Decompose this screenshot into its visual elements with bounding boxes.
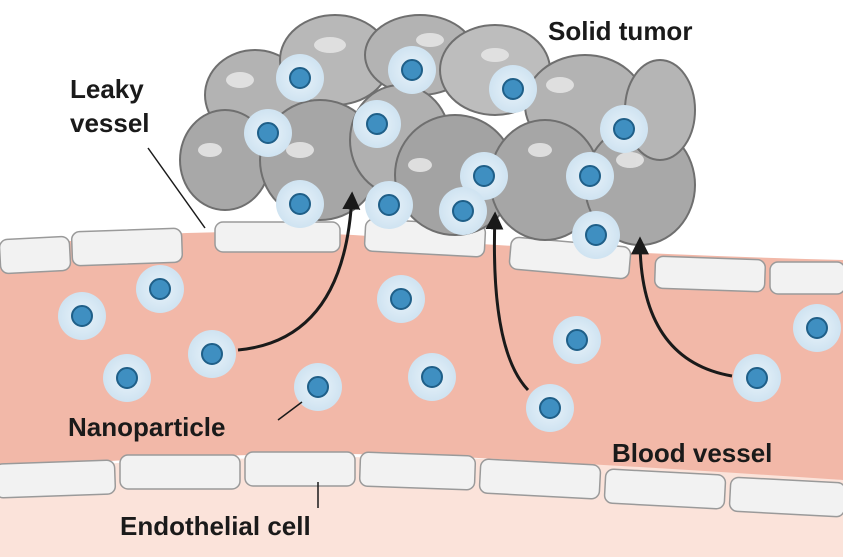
nanoparticle <box>365 181 413 229</box>
blood-vessel-label: Blood vessel <box>612 438 772 468</box>
nanoparticle <box>572 211 620 259</box>
nanoparticle-label: Nanoparticle <box>68 412 226 442</box>
nanoparticle <box>188 330 236 378</box>
nanoparticle <box>793 304 841 352</box>
nanoparticle <box>553 316 601 364</box>
solid-tumor-label: Solid tumor <box>548 16 692 46</box>
nanoparticle <box>439 187 487 235</box>
nanoparticle <box>600 105 648 153</box>
nanoparticle <box>489 65 537 113</box>
nanoparticle <box>276 54 324 102</box>
endothelial-cell-label: Endothelial cell <box>120 511 311 541</box>
nanoparticle <box>566 152 614 200</box>
nanoparticle <box>294 363 342 411</box>
leaky-vessel-label-line1: Leaky <box>70 74 144 104</box>
nanoparticle <box>377 275 425 323</box>
nanoparticle <box>526 384 574 432</box>
nanoparticle <box>408 353 456 401</box>
nanoparticle <box>276 180 324 228</box>
leaky-vessel-label-line2: vessel <box>70 108 150 138</box>
nanoparticle <box>244 109 292 157</box>
nanoparticle <box>58 292 106 340</box>
nanoparticle <box>103 354 151 402</box>
nanoparticle <box>353 100 401 148</box>
nanoparticle <box>136 265 184 313</box>
nanoparticle <box>733 354 781 402</box>
nanoparticle <box>388 46 436 94</box>
